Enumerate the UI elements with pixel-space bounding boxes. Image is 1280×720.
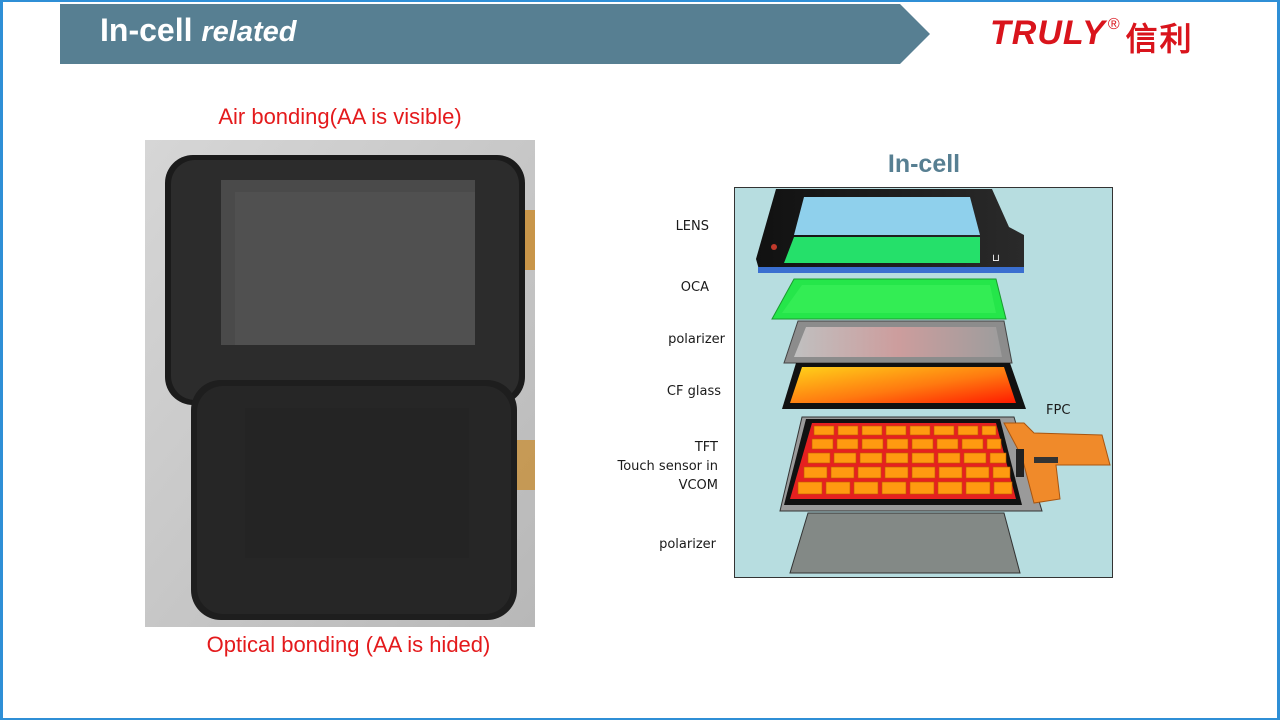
optical-bonding-caption: Optical bonding (AA is hided)	[206, 632, 491, 657]
logo-brand-text: TRULY	[990, 14, 1106, 52]
label-cf-glass: CF glass	[666, 384, 721, 399]
tft-touch-sensor-layer	[779, 416, 1111, 512]
label-vcom: VCOM	[678, 478, 718, 493]
header-banner	[60, 4, 930, 64]
label-lens: LENS	[675, 219, 709, 234]
lens-layer: ⊔	[756, 189, 1024, 273]
label-touch-sensor: Touch sensor in	[617, 459, 718, 474]
truly-logo: TRULY ® 信利	[990, 14, 1194, 58]
bonding-comparison-photo	[145, 140, 535, 627]
label-polarizer-top: polarizer	[668, 332, 725, 347]
diagram-title: In-cell	[887, 150, 961, 178]
slide-title: In-cell related	[100, 12, 296, 49]
logo-registered-mark: ®	[1107, 16, 1120, 33]
label-tft: TFT	[694, 440, 718, 455]
air-bonding-caption: Air bonding(AA is visible)	[218, 104, 462, 129]
logo-chinese-text: 信利	[1125, 20, 1194, 58]
slide-title-main: In-cell	[100, 12, 193, 48]
polarizer-bottom-layer	[789, 512, 1021, 574]
label-oca: OCA	[680, 280, 709, 295]
slide-title-sub: related	[201, 16, 297, 48]
label-polarizer-bottom: polarizer	[659, 537, 716, 552]
svg-text:⊔: ⊔	[992, 253, 1000, 264]
label-fpc: FPC	[1046, 403, 1071, 418]
incell-stack-diagram: ⊔	[734, 187, 1113, 578]
